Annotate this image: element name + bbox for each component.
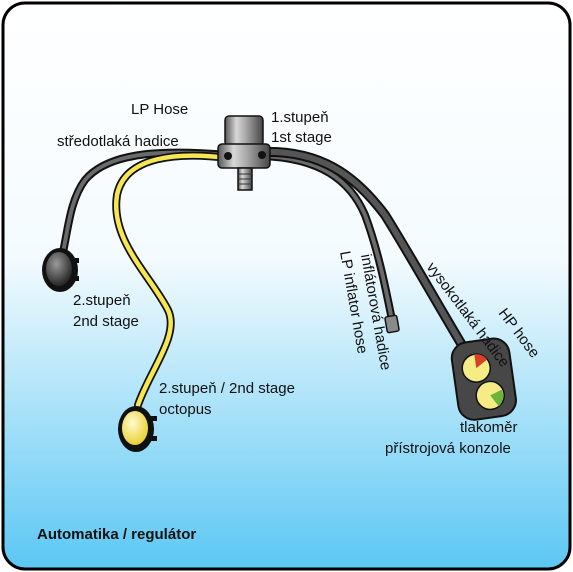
gauge-console (450, 337, 517, 421)
octopus-label-line2: octopus (159, 401, 212, 418)
second-stage-octopus (118, 406, 157, 452)
lp-hose-label-cz: středotlaká hadice (57, 133, 179, 150)
first-stage-label-cz: 1.stupeň (271, 109, 329, 126)
second-stage-label-cz: 2.stupeň (73, 292, 131, 309)
console-label: přístrojová konzole (385, 440, 511, 457)
first-stage (217, 115, 271, 191)
footer-title: Automatika / regulátor (37, 526, 196, 543)
inflator-hose (258, 152, 396, 324)
first-stage-label-en: 1st stage (271, 129, 332, 146)
hp-hose (257, 146, 470, 355)
gauge-label: tlakoměr (460, 419, 518, 436)
second-stage-primary (42, 248, 79, 292)
octopus-hose (112, 151, 232, 409)
lp-hose-label-en: LP Hose (131, 101, 188, 118)
second-stage-label-en: 2nd stage (73, 313, 139, 330)
octopus-label-line1: 2.stupeň / 2nd stage (159, 380, 295, 397)
inflator-connector (384, 314, 400, 334)
